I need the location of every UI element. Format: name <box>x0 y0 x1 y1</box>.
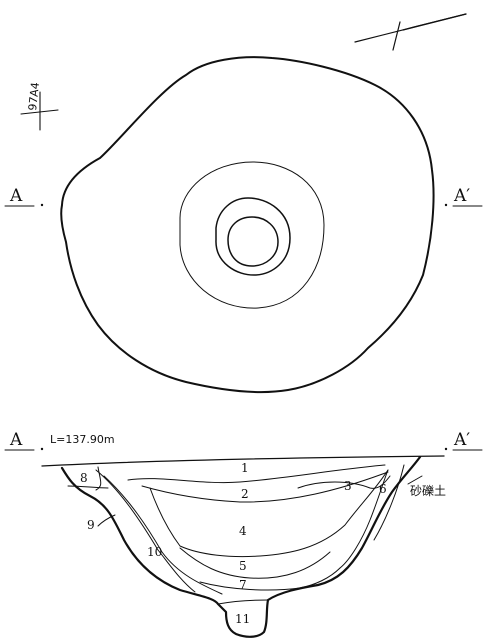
section-label-a-prime-plan: A′ <box>453 186 470 206</box>
section-label-a: A <box>9 430 23 450</box>
soil-type-label: 砂礫土 <box>410 483 446 498</box>
ground-surface <box>41 455 445 467</box>
cross-section: A L=137.90m A′ 1 2 <box>4 430 483 638</box>
elevation-label: L=137.90m <box>50 433 115 446</box>
layer-boundaries <box>67 464 423 605</box>
north-arrow-icon <box>354 13 467 51</box>
section-label-a-plan: A <box>9 186 23 206</box>
grid-reference-label: 97A4 <box>26 82 42 112</box>
layer-label-3: 3 <box>344 479 352 493</box>
section-pit-outline <box>60 455 422 638</box>
layer-label-7: 7 <box>239 578 247 592</box>
layer-label-11: 11 <box>235 612 250 626</box>
grid-reference-mark: 97A4 <box>20 82 59 131</box>
layer-label-9: 9 <box>87 518 95 532</box>
layer-label-10: 10 <box>147 545 162 559</box>
contour-outer <box>179 161 325 309</box>
pit-outline <box>60 56 435 394</box>
plan-view: A A′ <box>4 56 483 394</box>
layer-label-6: 6 <box>379 482 387 496</box>
contour-inner <box>227 216 279 267</box>
layer-label-1: 1 <box>241 461 249 475</box>
layer-label-2: 2 <box>241 487 249 501</box>
contour-middle <box>215 197 291 276</box>
layer-label-8: 8 <box>80 471 88 485</box>
layer-label-4: 4 <box>239 524 247 538</box>
section-label-a-prime: A′ <box>453 430 470 450</box>
layer-label-5: 5 <box>239 559 247 573</box>
